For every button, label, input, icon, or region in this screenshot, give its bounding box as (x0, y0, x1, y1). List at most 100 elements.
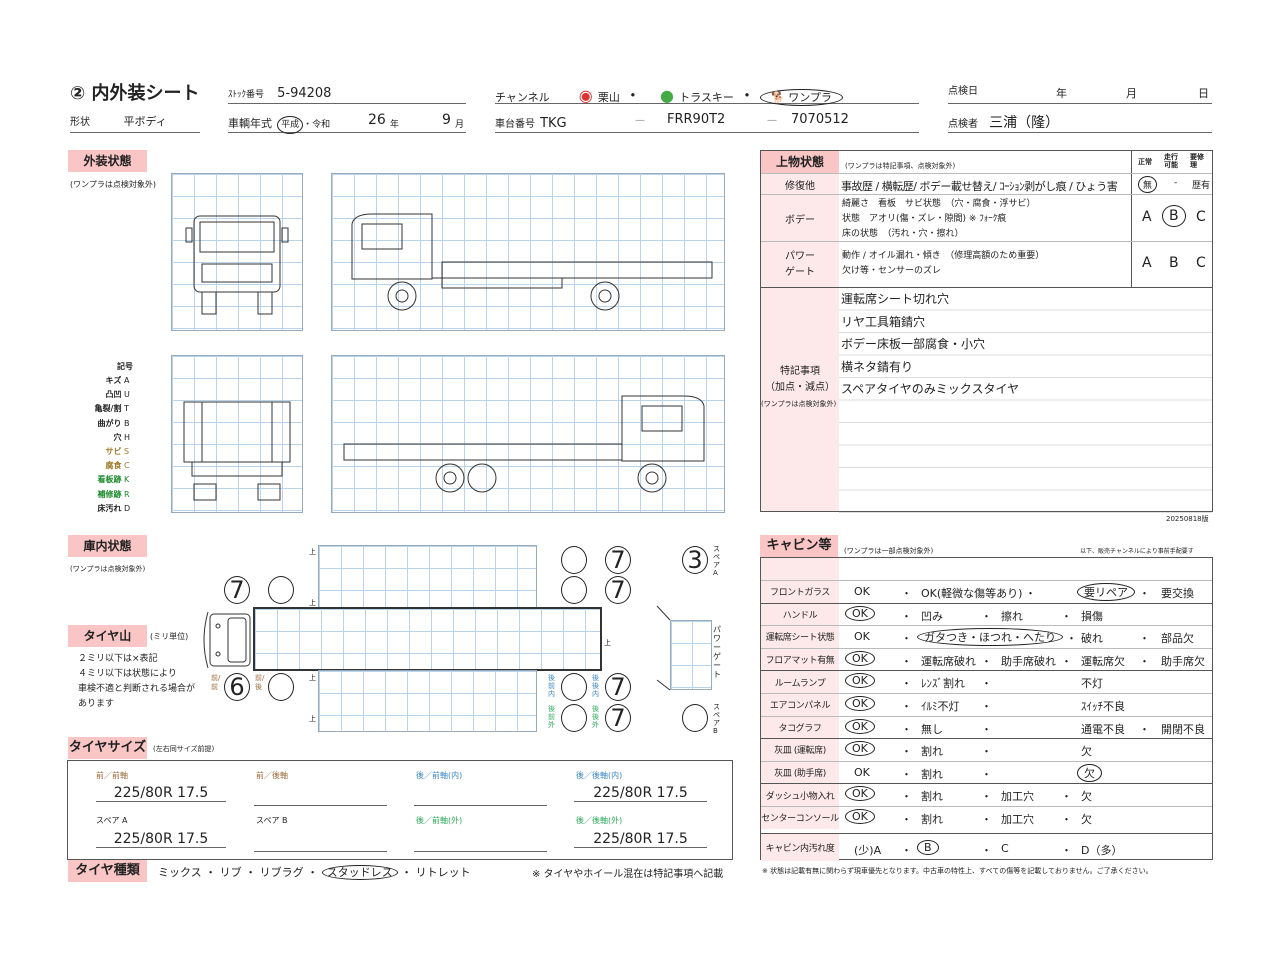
body-line: 状態 アオリ(傷・ズレ・隙間) ※ ﾌｫｰｸ痕 (842, 214, 1007, 224)
cabin-option[interactable]: OK (854, 630, 870, 644)
tire-rear-rear-left-inner[interactable]: 7 (605, 576, 631, 604)
cabin-option-selected[interactable]: OK (845, 696, 875, 711)
tire-size-spare-a[interactable]: 225/80R 17.5 (96, 831, 226, 848)
cabin-option-selected[interactable]: OK (845, 809, 875, 824)
cabin-option[interactable]: 要交換 (1161, 587, 1194, 600)
kuriyama-logo-icon: ◉ (578, 86, 593, 105)
cabin-option[interactable]: 加工穴 (1001, 790, 1034, 804)
cabin-option-selected[interactable]: ガタつき・ほつれ・へたり (917, 628, 1063, 647)
cabin-option[interactable]: 助手席欠 (1161, 654, 1205, 668)
cabin-row-label: フロントガラス (761, 581, 839, 603)
cabin-option-selected[interactable]: OK (845, 741, 875, 757)
separator-dot: ・ (1061, 813, 1072, 826)
tire-type-rib-lug[interactable]: リブラグ (259, 866, 304, 879)
tire-rear-rear-left-outer[interactable]: 7 (605, 546, 631, 574)
cabin-option[interactable]: OK(軽微な傷等あり) (921, 587, 1023, 600)
repair-label: 修復他 (761, 174, 839, 194)
cabin-option[interactable]: 助手席破れ (1001, 654, 1056, 668)
tire-spare-a[interactable]: 3 (682, 546, 708, 574)
tire-size-rear-front-outer[interactable] (414, 831, 547, 852)
cabin-option[interactable]: 凹み (921, 609, 943, 623)
channel-field: チャンネル ◉ 栗山 ・ ● トラスキー ・ 🐕 ワンプラ (495, 82, 919, 106)
tire-rear-front-left-outer[interactable] (561, 546, 587, 574)
tire-rear-front-right-outer[interactable] (561, 704, 587, 732)
cabin-option-selected[interactable]: OK (845, 786, 875, 802)
cabin-option[interactable]: ﾚﾝｽﾞ割れ (921, 677, 965, 691)
cabin-option[interactable]: 欠 (1081, 745, 1092, 759)
cabin-option[interactable]: 運転席欠 (1081, 654, 1125, 668)
cabin-option[interactable]: 開閉不良 (1161, 722, 1205, 736)
cabin-row-label: 灰皿 (運転席) (761, 739, 839, 761)
cabin-option[interactable]: 欠 (1081, 790, 1092, 804)
cabin-option-selected[interactable]: OK (845, 718, 875, 734)
cabin-option-selected[interactable]: B (917, 839, 939, 855)
cabin-option[interactable]: 欠 (1081, 813, 1092, 826)
power-gate-label: ゲート (785, 266, 815, 278)
cabin-option[interactable]: OK (854, 765, 870, 779)
tire-size-rear-front-inner[interactable] (414, 785, 547, 806)
tire-front-front-left[interactable]: 7 (224, 576, 250, 604)
cabin-option[interactable]: 破れ (1081, 632, 1103, 646)
cabin-option[interactable]: 割れ (921, 813, 943, 826)
tread-unit: (ミリ単位) (150, 632, 189, 641)
cabin-option-selected[interactable]: 欠 (1077, 763, 1102, 782)
inspector-field: 点検者 三浦（隆） (948, 112, 1212, 133)
legend-item: 腐食 C (105, 461, 130, 471)
cabin-option[interactable]: 運転席破れ (921, 654, 976, 668)
tire-rear-front-left-inner[interactable] (561, 576, 587, 604)
tire-type-mix[interactable]: ミックス (158, 866, 202, 879)
body-line: 床の状態 （汚れ・穴・擦れ） (842, 229, 964, 239)
cabin-option-selected[interactable]: OK (845, 650, 875, 666)
cabin-title: キャビン等 (760, 535, 838, 557)
cabin-option-selected[interactable]: 要リペア (1077, 583, 1135, 601)
tire-size-rear-rear-outer[interactable]: 225/80R 17.5 (574, 831, 707, 848)
separator-dot: ・ (1139, 587, 1150, 600)
legend-item: 看板跡 K (97, 475, 130, 485)
power-gate-label: パワーゲート (713, 625, 721, 679)
cabin-option[interactable]: 損傷 (1081, 609, 1103, 623)
separator-dot: ・ (901, 843, 912, 857)
cabin-option[interactable]: D（多） (1081, 843, 1123, 857)
cabin-option[interactable]: 擦れ (1001, 609, 1023, 623)
cabin-note-right: 以下、販売チャンネルにより事前手配要す (1080, 548, 1194, 555)
tire-type-studless-selected[interactable]: スタッドレス (321, 865, 398, 880)
tire-size-label: スペア A (96, 816, 128, 825)
separator-dot: ・ (901, 609, 912, 623)
channel-label: チャンネル (495, 91, 550, 104)
note-item: 横ネタ錆有り (841, 359, 914, 374)
cabin-option-selected[interactable]: OK (845, 605, 875, 621)
tire-size-rear-rear-inner[interactable]: 225/80R 17.5 (574, 785, 707, 802)
tire-rear-front-right-inner[interactable] (561, 673, 587, 701)
cabin-option[interactable]: 無し (921, 722, 943, 736)
tire-rear-rear-right-inner[interactable]: 7 (605, 673, 631, 701)
cabin-option[interactable]: 不灯 (1081, 677, 1103, 691)
cabin-option[interactable]: 加工穴 (1001, 813, 1034, 826)
tire-spare-b[interactable] (682, 704, 708, 732)
tire-size-front-rear[interactable] (254, 785, 387, 806)
chassis-dash: — (767, 115, 777, 126)
cabin-option[interactable]: C (1001, 841, 1009, 855)
tire-rear-rear-right-outer[interactable]: 7 (605, 704, 631, 732)
cabin-option[interactable]: ｽｲｯﾁ不良 (1081, 700, 1125, 713)
cabin-option-selected[interactable]: OK (845, 673, 875, 689)
legend-item: 穴 H (113, 432, 131, 442)
cabin-option[interactable]: 割れ (921, 745, 943, 759)
tire-front-rear-left[interactable] (268, 576, 294, 604)
cabin-option[interactable]: 割れ (921, 767, 943, 781)
cabin-option[interactable]: (少)A (854, 843, 882, 857)
tire-type-rib[interactable]: リブ (219, 866, 242, 879)
cabin-option[interactable]: ｲﾙﾐ不灯 (921, 700, 960, 713)
tire-size-spare-b[interactable] (254, 831, 387, 852)
cabin-option[interactable]: 通電不良 (1081, 722, 1125, 736)
cabin-row-label: ハンドル (761, 603, 839, 626)
cabin-option[interactable]: 割れ (921, 790, 943, 804)
tire-front-rear-right[interactable] (268, 673, 294, 701)
separator-dot: ・ (981, 745, 992, 759)
tire-size-front-front[interactable]: 225/80R 17.5 (96, 785, 226, 802)
tire-type-retread[interactable]: リトレット (415, 866, 471, 879)
cabin-option[interactable]: 部品欠 (1161, 632, 1194, 646)
cabin-option[interactable]: OK (854, 585, 870, 598)
tire-front-front-right[interactable]: 6 (224, 673, 250, 701)
cabin-row-label: センターコンソール (761, 807, 839, 829)
